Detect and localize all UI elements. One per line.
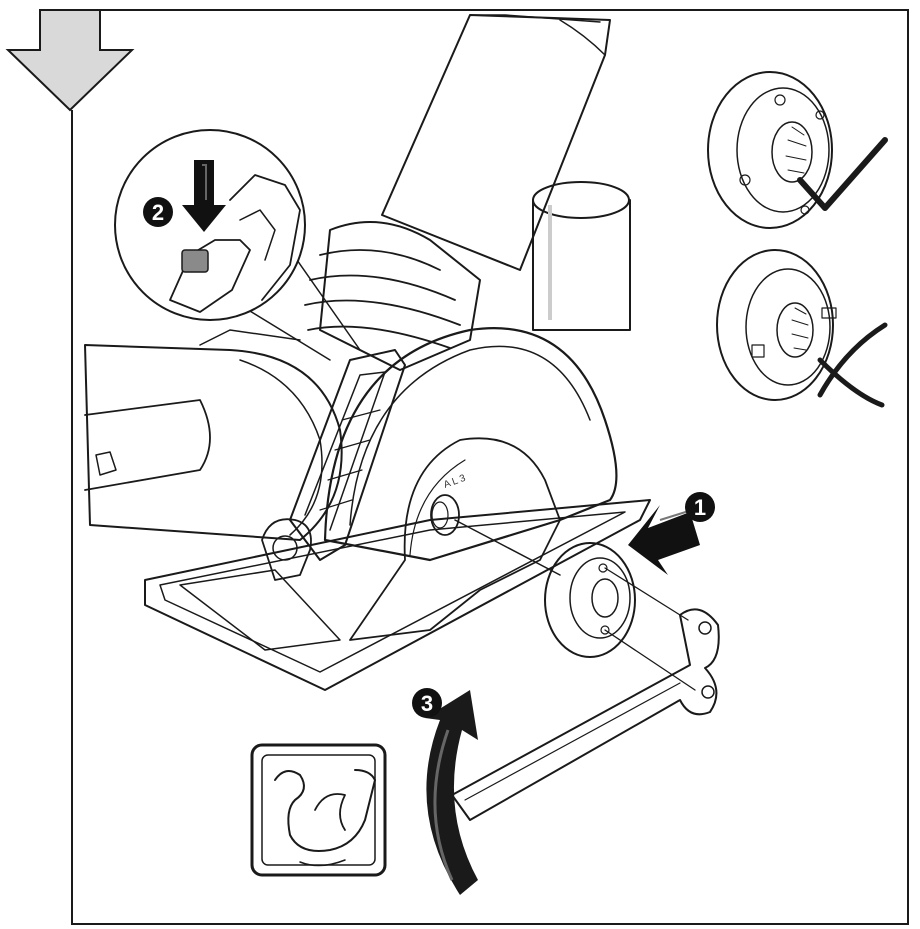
down-arrow-icon	[5, 9, 135, 112]
step-2-badge: 2	[143, 197, 173, 227]
grinder-motor	[84, 14, 611, 541]
press-down-arrow-icon	[182, 160, 226, 232]
check-mark-icon	[797, 137, 888, 211]
step-1-badge: 1	[685, 492, 715, 522]
spindle-shaft	[430, 494, 460, 536]
cross-mark-icon	[817, 322, 888, 408]
svg-text:1: 1	[694, 495, 706, 520]
correct-flange	[707, 71, 888, 229]
frame-border	[71, 9, 909, 925]
svg-text:2: 2	[152, 200, 164, 225]
blade-guard	[323, 327, 618, 562]
pin-spanner	[451, 608, 720, 821]
dust-extraction-port	[532, 181, 631, 331]
base-plate	[144, 499, 651, 691]
depth-adjust-bracket	[261, 349, 406, 581]
clamping-nut	[454, 519, 696, 691]
svg-text:3: 3	[421, 691, 433, 716]
wing-knob	[261, 518, 312, 581]
incorrect-flange	[716, 249, 888, 408]
flexed-arm-icon	[250, 743, 387, 877]
blade-marking: A L 3	[442, 473, 467, 491]
rotate-arrow-icon	[425, 690, 478, 895]
spindle-lock-detail: 2	[114, 129, 361, 361]
step-3-badge: 3	[412, 688, 442, 718]
